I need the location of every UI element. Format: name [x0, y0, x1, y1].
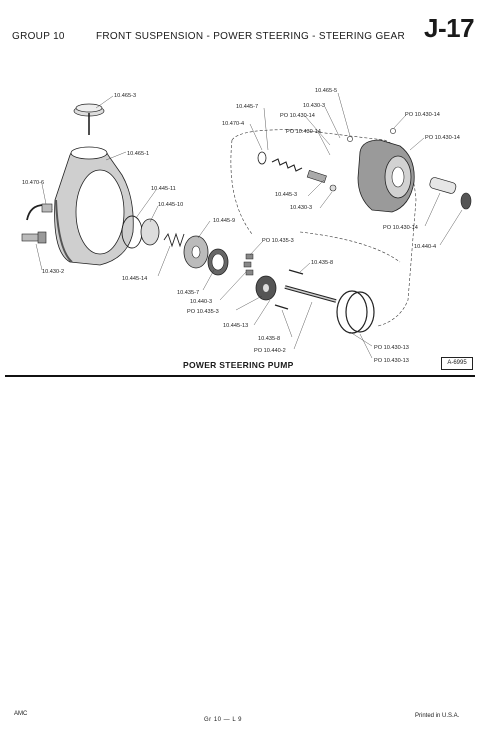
reservoir — [54, 146, 134, 266]
part-label: PO 10.430-14 — [383, 225, 418, 231]
part-label: PO 10.430-14 — [280, 113, 315, 119]
part-label: 10.440-3 — [190, 299, 212, 305]
pressure-plate — [183, 235, 209, 269]
valve-spring — [271, 158, 303, 172]
fitting-upper — [26, 203, 53, 221]
plug — [329, 184, 337, 192]
part-label: 10.440-4 — [414, 244, 436, 250]
part-label: 10.435-7 — [177, 290, 199, 296]
footer-publisher: AMC — [14, 711, 28, 717]
part-label: 10.445-13 — [223, 323, 248, 329]
pump-housing — [357, 139, 415, 213]
o-ring-large — [345, 291, 375, 333]
bushing — [429, 177, 457, 194]
section-divider — [5, 375, 475, 377]
flow-control-valve — [306, 169, 327, 183]
part-label: 10.445-9 — [213, 218, 235, 224]
small-o-ring — [347, 136, 353, 142]
part-label: 10.435-8 — [258, 336, 280, 342]
part-label: 10.445-7 — [236, 104, 258, 110]
part-label: PO 10.430-13 — [374, 358, 409, 364]
leader-lines — [35, 92, 463, 359]
part-label: 10.465-5 — [315, 88, 337, 94]
part-label: 10.445-14 — [122, 276, 147, 282]
cam-ring — [207, 248, 229, 276]
part-label: 10.430-3 — [303, 103, 325, 109]
footer-printed: Printed in U.S.A. — [415, 713, 460, 719]
footer-page-ref: Gr 10 — L 9 — [204, 717, 242, 723]
part-label: 10.430-3 — [290, 205, 312, 211]
part-label: PO 10.430-13 — [374, 345, 409, 351]
seal — [460, 192, 472, 210]
pin — [288, 269, 304, 275]
figure-caption: POWER STEERING PUMP — [183, 360, 294, 370]
part-labels: 10.465-3 10.465-1 10.470-6 10.430-2 10.4… — [22, 88, 460, 364]
part-label: 10.465-1 — [127, 151, 149, 157]
o-ring-large — [336, 290, 368, 334]
part-label: 10.470-6 — [22, 180, 44, 186]
small-o-ring — [390, 128, 396, 134]
part-label: 10.445-3 — [275, 192, 297, 198]
spring — [163, 232, 185, 248]
group-label: GROUP 10 — [12, 31, 65, 42]
small-o-ring — [257, 151, 267, 165]
page-id: J-17 — [424, 13, 475, 43]
part-label: 10.445-11 — [151, 186, 176, 192]
part-label: PO 10.440-2 — [254, 348, 286, 354]
part-label: 10.465-3 — [114, 93, 136, 99]
drive-shaft — [284, 285, 337, 303]
part-label: PO 10.430-14 — [425, 135, 460, 141]
reservoir-cap — [73, 103, 105, 135]
part-label: PO 10.430-14 — [405, 112, 440, 118]
part-label: 10.435-8 — [311, 260, 333, 266]
part-label: PO 10.435-3 — [262, 238, 294, 244]
rotor — [255, 275, 277, 301]
part-label: PO 10.435-3 — [187, 309, 219, 315]
fitting-lower — [21, 231, 47, 244]
section-title: FRONT SUSPENSION - POWER STEERING - STEE… — [96, 31, 405, 42]
pin — [274, 304, 289, 310]
vanes — [243, 253, 254, 276]
part-label: PO 10.430-14 — [286, 129, 321, 135]
end-plate — [140, 218, 160, 246]
part-label: 10.430-2 — [42, 269, 64, 275]
part-label: 10.445-10 — [158, 202, 183, 208]
pump-exploded-diagram: 10.465-3 10.465-1 10.470-6 10.430-2 10.4… — [21, 88, 472, 364]
part-label: 10.470-4 — [222, 121, 244, 127]
figure-id-box: A-6995 — [441, 357, 473, 370]
